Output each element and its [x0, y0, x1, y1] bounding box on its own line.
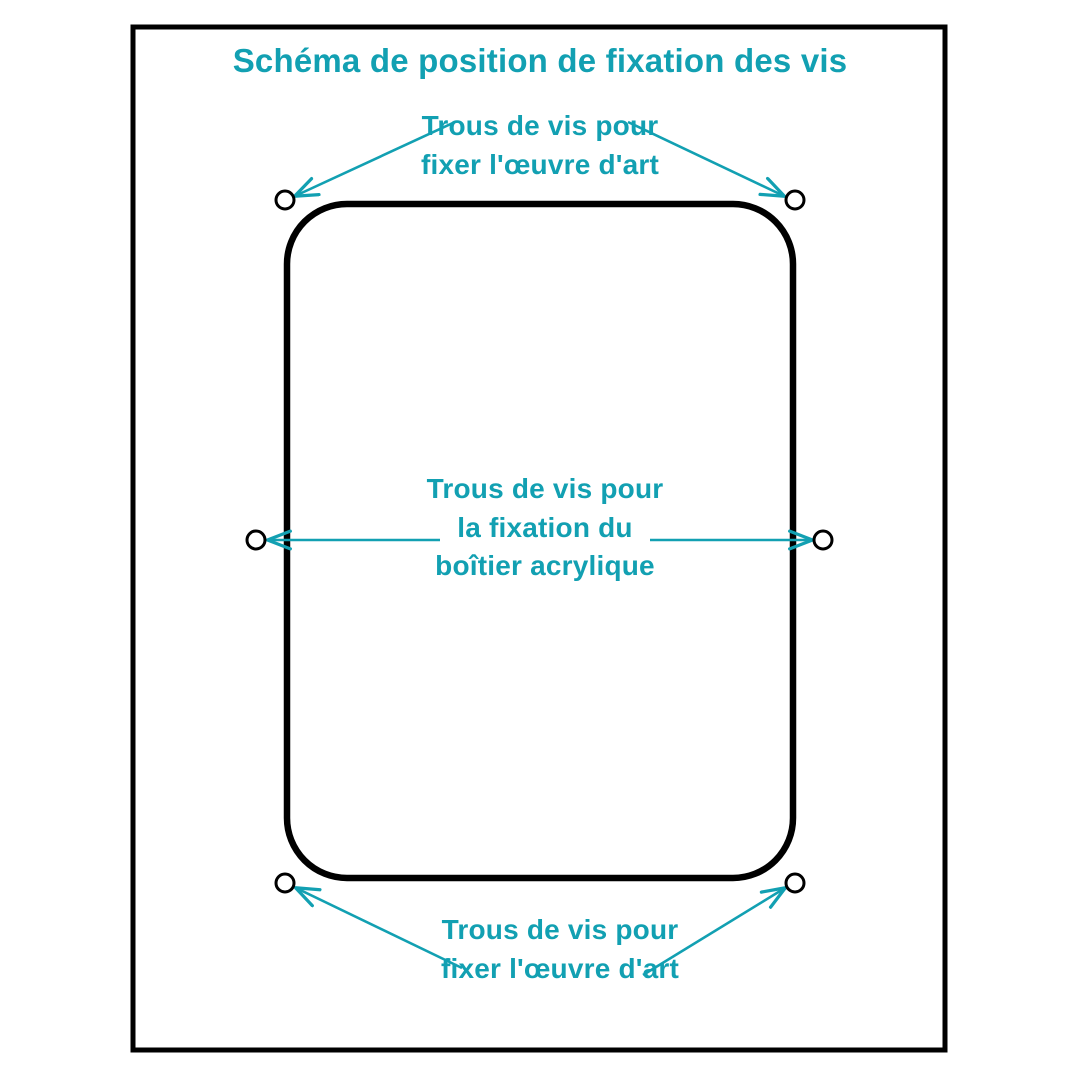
hole-top-left [274, 189, 296, 211]
arrow-top-right [627, 120, 784, 196]
hole-middle-left [245, 529, 267, 551]
hole-top-right [784, 189, 806, 211]
hole-middle-right [812, 529, 834, 551]
hole-bottom-right [784, 872, 806, 894]
hole-bottom-left [274, 872, 296, 894]
arrow-bottom-right [642, 888, 785, 977]
arrow-bottom-left [296, 888, 463, 970]
arrow-top-left [295, 120, 456, 196]
